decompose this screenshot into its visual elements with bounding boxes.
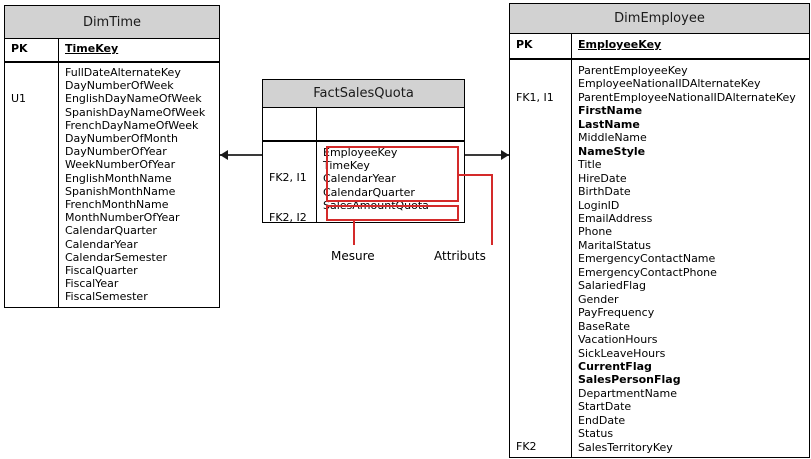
field-item: SalesTerritoryKey — [578, 440, 673, 454]
relationship-arrow-dimtime — [220, 150, 228, 160]
field-item: FrenchDayNameOfWeek — [65, 118, 199, 132]
entity-dim-employee[interactable]: DimEmployee PK EmployeeKey FK1, I1 FK2 P… — [509, 3, 810, 458]
field-item: NameStyle — [578, 144, 646, 158]
field-item: FiscalSemester — [65, 290, 148, 304]
field-item: CalendarSemester — [65, 250, 168, 264]
field-item: SalariedFlag — [578, 279, 646, 293]
pk-row-dim-employee: PK EmployeeKey — [510, 34, 809, 60]
field-item: CalendarYear — [323, 172, 396, 186]
attributes-leader-vertical — [491, 174, 493, 245]
field-list-dim-time: FullDateAlternateKey DayNumberOfWeek Eng… — [59, 63, 219, 307]
field-item: SalesAmountQuota — [323, 198, 429, 212]
relationship-line-fact-to-dimemployee — [465, 154, 509, 156]
field-list-fact-sales-quota: EmployeeKey TimeKey CalendarYear Calenda… — [317, 142, 464, 222]
field-item: CalendarQuarter — [65, 224, 157, 238]
field-item: FirstName — [578, 104, 643, 118]
field-item: BirthDate — [578, 185, 631, 199]
pk-field-dim-time: TimeKey — [65, 42, 119, 55]
field-item: SpanishMonthName — [65, 184, 176, 198]
field-item: FrenchMonthName — [65, 198, 169, 212]
field-item: DepartmentName — [578, 386, 678, 400]
field-item: EmergencyContactPhone — [578, 265, 717, 279]
field-item: CalendarYear — [65, 237, 138, 251]
attributes-annotation-label: Attributs — [434, 249, 486, 263]
field-item: TimeKey — [323, 159, 370, 173]
relationship-line-fact-to-dimtime — [220, 154, 262, 156]
field-item: FullDateAlternateKey — [65, 66, 181, 79]
key-markers-fact-sales-quota: FK2, I1 FK2, I2 — [263, 142, 317, 225]
field-item: EndDate — [578, 413, 626, 427]
field-item: StartDate — [578, 400, 632, 414]
field-item: PayFrequency — [578, 306, 655, 320]
field-item: HireDate — [578, 171, 627, 185]
measure-annotation-label: Mesure — [331, 249, 375, 263]
field-item: CurrentFlag — [578, 359, 652, 373]
field-item: EmployeeKey — [323, 146, 398, 159]
field-list-dim-employee: ParentEmployeeKey EmployeeNationalIDAlte… — [572, 60, 809, 457]
attributes-leader-horizontal — [459, 174, 493, 176]
field-item: ParentEmployeeNationalIDAlternateKey — [578, 90, 796, 104]
field-item: DayNumberOfYear — [65, 145, 167, 159]
field-item: Status — [578, 427, 614, 441]
field-item: FiscalYear — [65, 277, 119, 291]
field-item: MonthNumberOfYear — [65, 211, 180, 225]
key-marker: U1 — [11, 92, 27, 106]
field-item: EnglishDayNameOfWeek — [65, 92, 202, 106]
key-marker: FK2, I2 — [269, 211, 307, 225]
field-item: EmployeeNationalIDAlternateKey — [578, 77, 761, 91]
field-item: DayNumberOfWeek — [65, 79, 174, 93]
field-item: Title — [578, 158, 602, 172]
field-item: LastName — [578, 117, 640, 131]
field-row-dim-time: U1 FullDateAlternateKey DayNumberOfWeek … — [5, 63, 219, 307]
field-item: MaritalStatus — [578, 238, 651, 252]
entity-title-dim-time: DimTime — [5, 6, 219, 39]
field-item: FiscalQuarter — [65, 264, 138, 278]
pk-row-fact-sales-quota — [263, 108, 464, 142]
field-item: SpanishDayNameOfWeek — [65, 105, 206, 119]
field-item: Phone — [578, 225, 613, 239]
field-item: WeekNumberOfYear — [65, 158, 176, 172]
key-markers-dim-employee: FK1, I1 FK2 — [510, 60, 572, 457]
entity-title-dim-employee: DimEmployee — [510, 4, 809, 34]
field-item: SalesPersonFlag — [578, 373, 681, 387]
key-marker-bottom: FK2 — [516, 439, 537, 453]
key-marker: FK2, I1 — [269, 171, 307, 185]
pk-row-dim-time: PK TimeKey — [5, 39, 219, 63]
pk-label-dim-employee: PK — [510, 34, 572, 58]
pk-field-dim-employee: EmployeeKey — [578, 38, 662, 51]
field-item: ParentEmployeeKey — [578, 64, 688, 77]
key-marker: FK1, I1 — [516, 90, 554, 104]
field-row-fact-sales-quota: FK2, I1 FK2, I2 EmployeeKey TimeKey Cale… — [263, 142, 464, 225]
entity-dim-time[interactable]: DimTime PK TimeKey U1 FullDateAlternateK… — [4, 5, 220, 308]
field-item: BaseRate — [578, 319, 631, 333]
field-item: EnglishMonthName — [65, 171, 172, 185]
field-item: CalendarQuarter — [323, 185, 415, 199]
field-item: Gender — [578, 292, 619, 306]
pk-field-fact-sales-quota — [317, 108, 464, 140]
field-item: VacationHours — [578, 333, 658, 347]
pk-label-dim-time: PK — [5, 39, 59, 61]
entity-title-fact-sales-quota: FactSalesQuota — [263, 80, 464, 108]
field-item: DayNumberOfMonth — [65, 132, 178, 146]
field-item: MiddleName — [578, 131, 647, 145]
field-item: LoginID — [578, 198, 620, 212]
field-item: EmergencyContactName — [578, 252, 716, 266]
entity-fact-sales-quota[interactable]: FactSalesQuota FK2, I1 FK2, I2 EmployeeK… — [262, 79, 465, 225]
pk-label-fact-sales-quota — [263, 108, 317, 140]
relationship-arrow-dimemployee — [501, 150, 509, 160]
field-row-dim-employee: FK1, I1 FK2 ParentEmployeeKey EmployeeNa… — [510, 60, 809, 457]
field-item: EmailAddress — [578, 211, 653, 225]
field-item: SickLeaveHours — [578, 346, 666, 360]
measure-leader-vertical — [353, 221, 355, 245]
key-markers-dim-time: U1 — [5, 63, 59, 307]
